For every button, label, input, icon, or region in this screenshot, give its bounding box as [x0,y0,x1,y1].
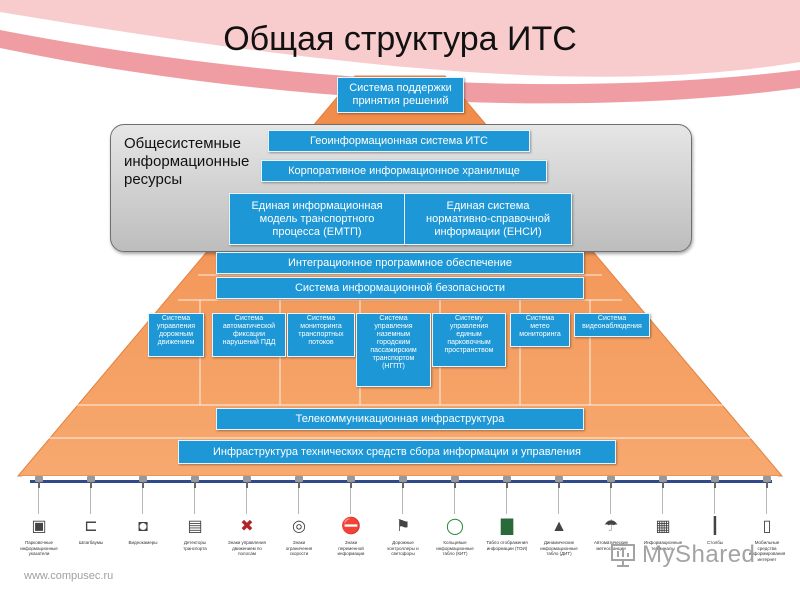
terminal-icon: ▦ [655,518,671,535]
info-security-box: Система информационной безопасности [216,277,584,299]
device-detectors: ▤Детекторы транспорта [170,476,220,578]
device-display-boards: ▇Табло отображения информации (ТОИ) [482,476,532,578]
subsystem-flow-monitoring: Система мониторинга транспортных потоков [287,313,355,357]
device-parking-signs: ▣Парковочные информационные указатели [14,476,64,578]
device-barriers: ⊏Шлагбаумы [66,476,116,578]
device-dynamic-boards: ▲Динамические информационные табло (ДИТ) [534,476,584,578]
device-variable-signs: ⛔Знаки переменной информации [326,476,376,578]
decision-support-box: Система поддержки принятия решений [337,77,464,113]
telecom-box: Телекоммуникационная инфраструктура [216,408,584,430]
geoinfo-system-box: Геоинформационная система ИТС [268,130,530,152]
device-bus-panel [22,476,778,576]
variable-sign-icon: ⛔ [341,518,361,535]
dynamic-board-icon: ▲ [551,518,567,535]
common-resources-label: Общесистемные информационные ресурсы [124,135,250,188]
subsystem-parking: Систему управления единым парковочным пр… [432,313,506,367]
device-lane-signs: ✖Знаки управления движением по полосам [222,476,272,578]
infrastructure-box: Инфраструктура технических средств сбора… [178,440,616,464]
mobile-device-icon: ▯ [762,518,772,535]
device-poles: ┃Столбы [690,476,740,578]
subsystem-traffic-control: Система управления дорожным движением [148,313,204,357]
corporate-storage-box: Корпоративное информационное хранилище [261,160,547,182]
display-board-icon: ▇ [500,518,514,535]
device-ring-displays: ◯Кольцевые информационные табло (КИТ) [430,476,480,578]
device-weather-stations: ☂Автоматические метеостанции [586,476,636,578]
pole-icon: ┃ [710,518,720,535]
subsystem-violation-fixation: Система автоматической фиксации нарушени… [212,313,286,357]
device-speed-signs: ◎Знаки ограничения скорости [274,476,324,578]
weather-station-icon: ☂ [603,518,619,535]
device-mobile: ▯Мобильные средства информирования интер… [742,476,792,578]
footer-url[interactable]: www.compusec.ru [24,570,114,582]
ensi-box: Единая система нормативно-справочной инф… [404,193,572,245]
emtp-box: Единая информационная модель транспортно… [229,193,405,245]
traffic-light-icon: ⚑ [395,518,411,535]
watermark: MyShared [610,540,755,570]
page-title: Общая структура ИТС [223,20,577,58]
detector-icon: ▤ [187,518,203,535]
header-swoosh [0,0,800,104]
speed-limit-sign-icon: ◎ [292,518,306,535]
lane-sign-icon: ✖ [240,518,254,535]
parking-sign-icon: ▣ [31,518,47,535]
barrier-icon: ⊏ [84,518,98,535]
video-camera-icon: ◘ [138,518,148,535]
device-traffic-lights: ⚑Дорожные контроллеры и светофоры [378,476,428,578]
subsystem-video: Система видеонаблюдения [574,313,650,337]
presentation-board-icon [611,544,635,567]
integration-software-box: Интеграционное программное обеспечение [216,252,584,274]
subsystem-public-transport: Система управления наземным городским па… [356,313,431,387]
ring-display-icon: ◯ [446,518,464,535]
device-terminals: ▦Информационные терминалы [638,476,688,578]
device-cameras: ◘Видеокамеры [118,476,168,578]
subsystem-weather: Система метео мониторинга [510,313,570,347]
watermark-text: MyShared [642,541,756,568]
